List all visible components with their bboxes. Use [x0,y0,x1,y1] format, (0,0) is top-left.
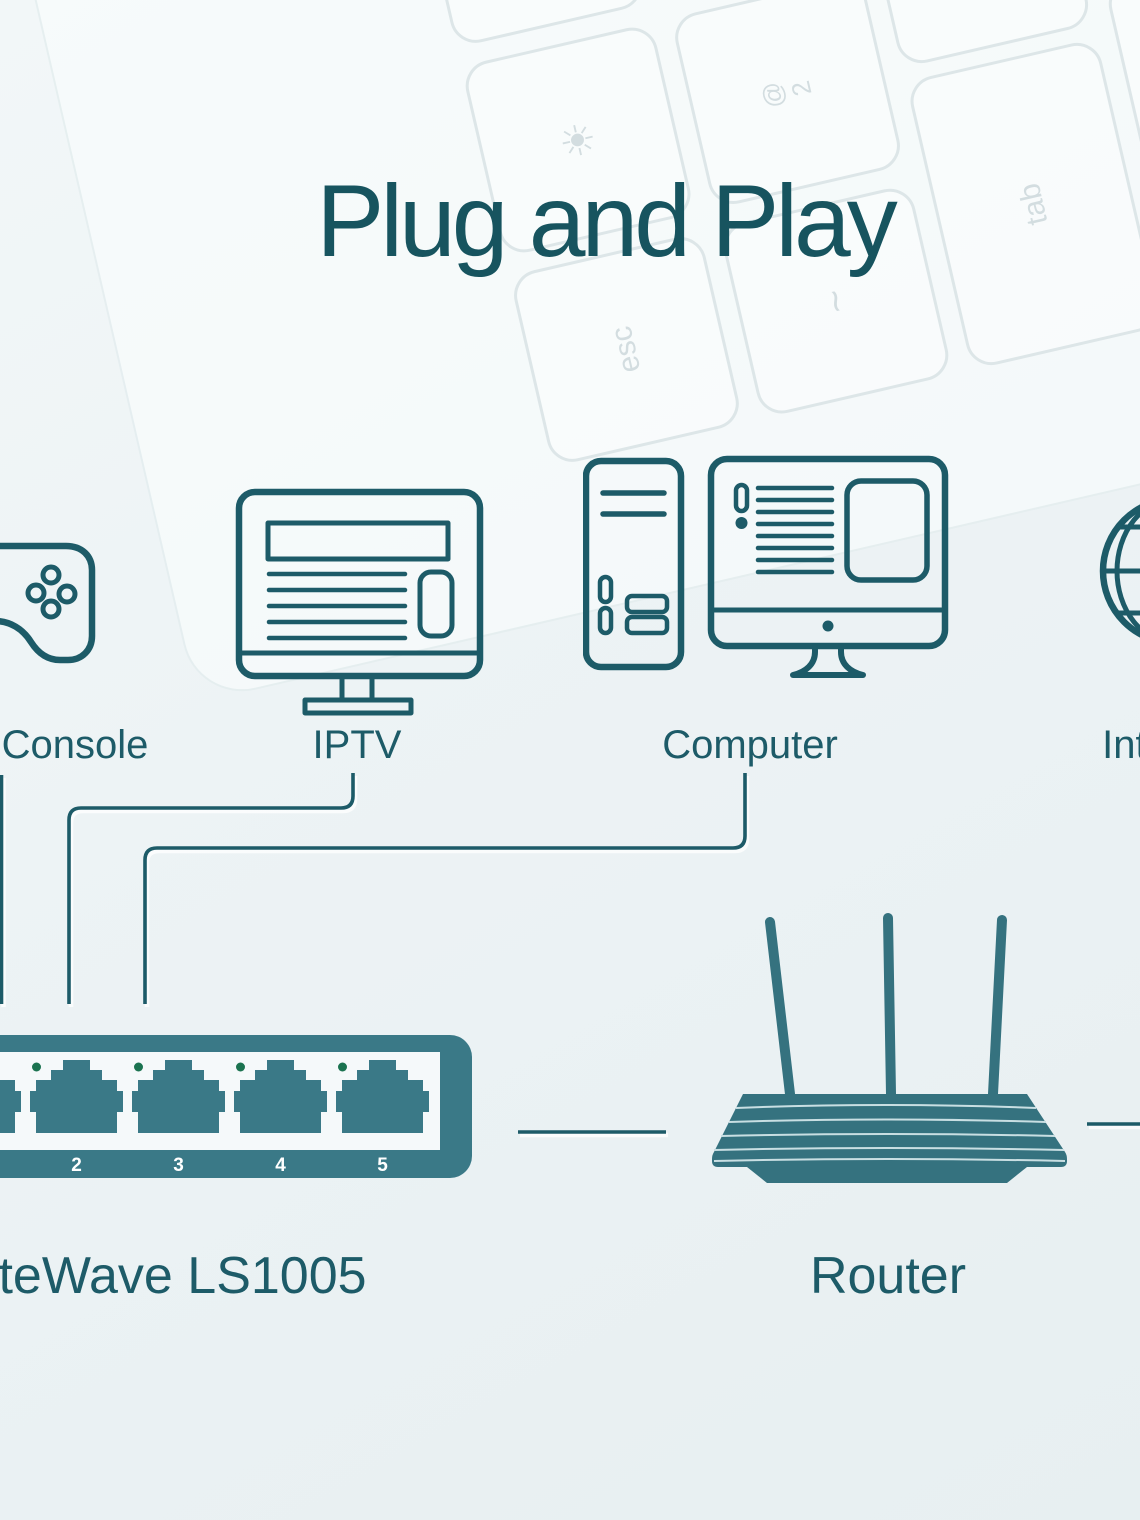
monitor-stand [790,643,866,678]
switch-ports [0,1060,429,1133]
game-console-icon [0,542,96,664]
rj45-port-2 [30,1060,123,1133]
gamepad-button [56,583,78,605]
line-iptv-to-switch [67,773,355,1004]
port-number-5: 5 [377,1155,388,1176]
switch-device: 1 2 3 4 5 [0,1035,472,1178]
port-number-3: 3 [173,1155,184,1176]
iptv-icon [235,488,484,716]
port-led [134,1062,143,1072]
label-iptv: IPTV [312,723,402,767]
rj45-port-1 [0,1070,21,1133]
rj45-port-4 [234,1060,327,1133]
line-computer-to-switch [143,773,747,1004]
label-computer: Computer [662,723,838,767]
rj45-port-5 [336,1060,429,1133]
port-led [32,1062,41,1072]
pc-tower [583,457,685,671]
port-led [236,1062,245,1072]
port-number-2: 2 [71,1155,82,1176]
port-number-4: 4 [275,1155,286,1176]
router-stripes [713,1104,1066,1162]
label-internet: Internet [1102,723,1140,767]
pc-monitor [707,455,949,650]
router-label: Router [809,1247,967,1305]
port-led [338,1062,347,1072]
internet-globe-icon [1099,504,1140,638]
switch-name-label: LiteWave LS1005 [0,1247,367,1305]
gamepad-button [40,598,62,620]
page-title: Plug and Play [316,164,897,278]
computer-icon [583,455,949,678]
gamepad-button [25,582,47,604]
router-device [712,913,1067,1183]
switch-port-numbers: 1 2 3 4 5 [71,1155,388,1176]
connector-highlight [1,776,1140,1138]
router-antennas [765,913,1007,1099]
router-base [747,1167,1027,1183]
label-game-console: Game Console [0,723,149,767]
gamepad-button [40,564,62,586]
rj45-port-3 [132,1060,225,1133]
